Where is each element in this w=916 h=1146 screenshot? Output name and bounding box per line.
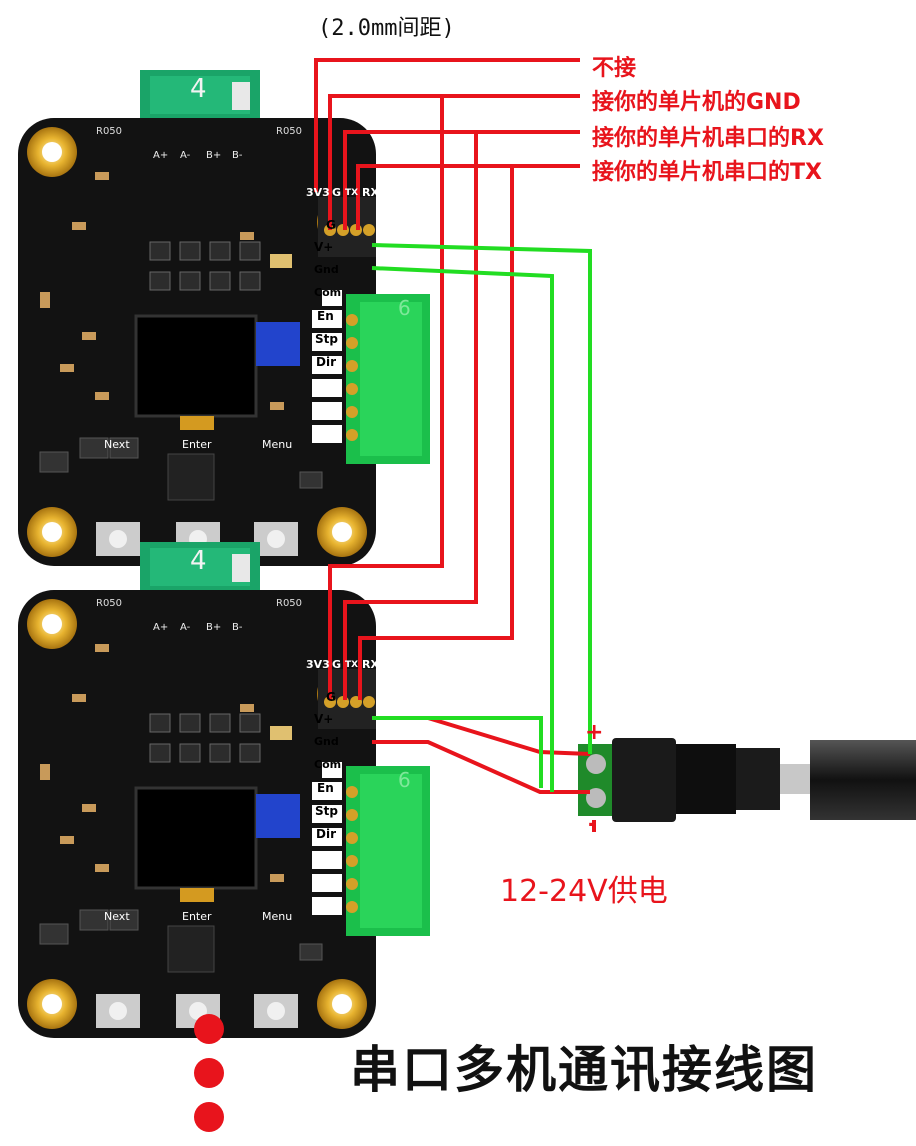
button-menu-label-bottom: Menu xyxy=(262,910,293,923)
silk-label-right-bottom: R050 xyxy=(276,598,303,609)
motor-pin-a-plus: A+ xyxy=(153,150,169,161)
board-top xyxy=(16,68,432,568)
serial-pin-rx-bottom: RX xyxy=(362,658,379,671)
serial-pin-rx: RX xyxy=(362,186,379,199)
silk-label-right-top: R050 xyxy=(276,126,303,137)
ctrl-pin-vplus-bottom: V+ xyxy=(314,712,334,726)
power-supply-label: 12-24V供电 xyxy=(500,874,668,909)
g-label-bottom: G xyxy=(326,690,336,704)
power-minus-label: - xyxy=(588,812,598,837)
serial-pin-3v3: 3V3 xyxy=(306,186,330,199)
ctrl-pin-dir-bottom: Dir xyxy=(316,827,336,841)
button-enter-label-top: Enter xyxy=(182,438,212,451)
ctrl-connector-number-bottom: 6 xyxy=(398,768,411,792)
ctrl-pin-stp-bottom: Stp xyxy=(315,804,338,818)
serial-pin-g-bottom: G xyxy=(332,658,342,671)
ctrl-pin-en-bottom: En xyxy=(317,781,334,795)
ctrl-pin-en: En xyxy=(317,309,334,323)
motor-pin-b-plus-bottom: B+ xyxy=(206,622,222,633)
button-next-label-top: Next xyxy=(104,438,130,451)
serial-pin-tx: TX xyxy=(345,188,359,198)
ctrl-pin-stp: Stp xyxy=(315,332,338,346)
ctrl-pin-vplus: V+ xyxy=(314,240,334,254)
green-wires xyxy=(371,243,592,792)
wire-label-rx: 接你的单片机串口的RX xyxy=(592,126,824,151)
connector-pitch-label: (2.0mm间距) xyxy=(318,16,455,41)
serial-pin-g: G xyxy=(332,186,342,199)
button-enter-label-bottom: Enter xyxy=(182,910,212,923)
motor-connector-number-top: 4 xyxy=(190,74,207,104)
wire-label-not-connected: 不接 xyxy=(592,56,637,81)
red-wires xyxy=(314,58,591,794)
silk-label-left-top: R050 xyxy=(96,126,123,137)
wire-label-tx: 接你的单片机串口的TX xyxy=(592,160,822,185)
ctrl-pin-com: Com xyxy=(314,286,342,299)
continuation-dot xyxy=(194,1102,224,1132)
ctrl-connector-number-top: 6 xyxy=(398,296,411,320)
button-next-label-bottom: Next xyxy=(104,910,130,923)
g-label-top: G xyxy=(326,218,336,232)
diagram-title: 串口多机通讯接线图 xyxy=(350,1041,818,1099)
motor-pin-b-plus: B+ xyxy=(206,150,222,161)
motor-pin-a-minus-bottom: A- xyxy=(180,622,191,633)
motor-pin-b-minus: B- xyxy=(232,150,243,161)
motor-connector-number-bottom: 4 xyxy=(190,546,207,576)
motor-pin-b-minus-bottom: B- xyxy=(232,622,243,633)
motor-pin-a-minus: A- xyxy=(180,150,191,161)
ctrl-pin-com-bottom: Com xyxy=(314,758,342,771)
ctrl-pin-gnd-bottom: Gnd xyxy=(314,735,339,748)
wire-label-gnd: 接你的单片机的GND xyxy=(592,90,801,115)
continuation-dot xyxy=(194,1058,224,1088)
motor-pin-a-plus-bottom: A+ xyxy=(153,622,169,633)
silk-label-left-bottom: R050 xyxy=(96,598,123,609)
ctrl-pin-gnd: Gnd xyxy=(314,263,339,276)
button-menu-label-top: Menu xyxy=(262,438,293,451)
serial-pin-tx-bottom: TX xyxy=(345,660,359,670)
power-plus-label: + xyxy=(585,720,604,745)
dc-jack xyxy=(578,738,916,822)
ctrl-pin-dir: Dir xyxy=(316,355,336,369)
board-bottom xyxy=(16,540,432,1040)
serial-pin-3v3-bottom: 3V3 xyxy=(306,658,330,671)
continuation-dot xyxy=(194,1014,224,1044)
